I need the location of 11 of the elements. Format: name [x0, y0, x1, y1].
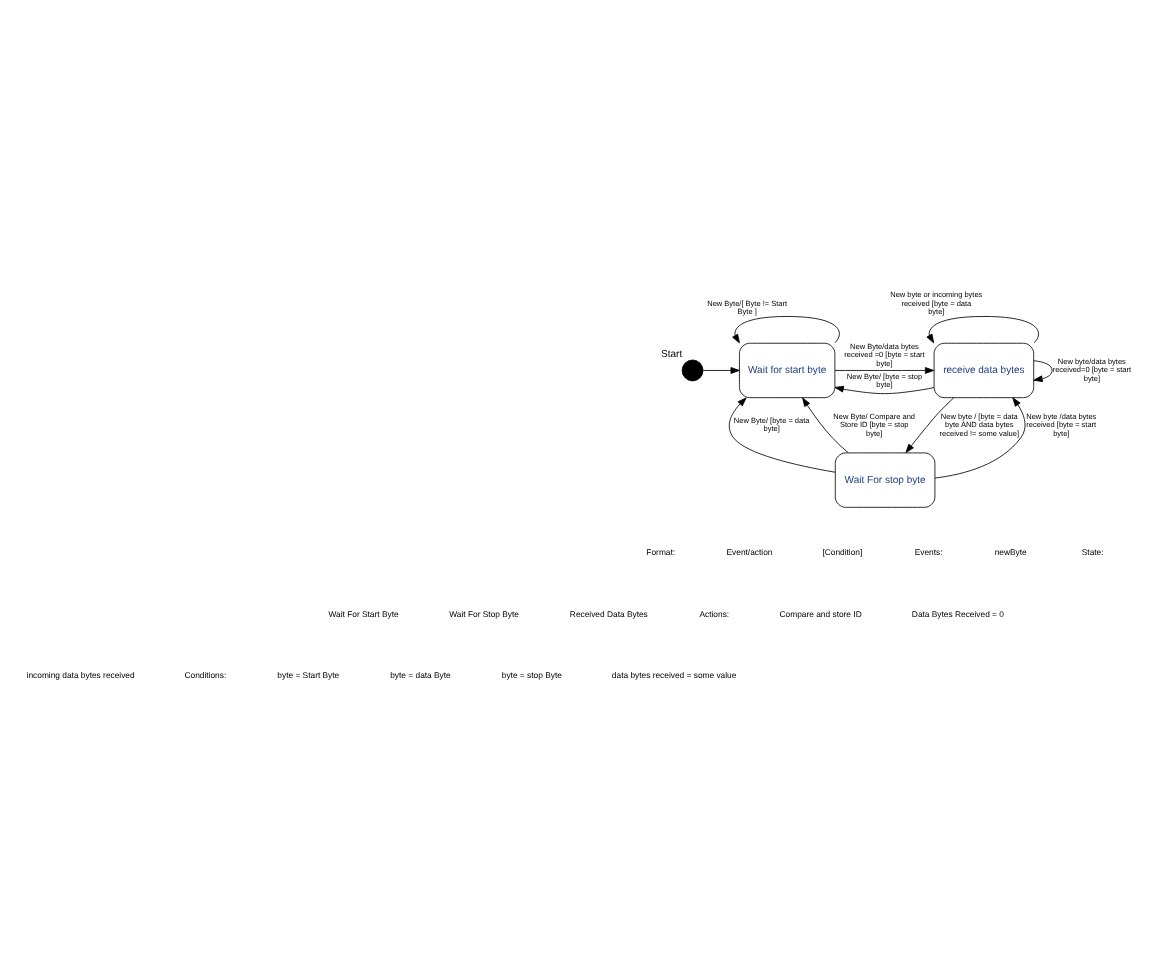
arrow	[702, 366, 740, 373]
arrow	[834, 366, 935, 373]
arrow	[802, 396, 849, 453]
arrow	[905, 396, 955, 452]
arrow	[934, 396, 1026, 478]
arrow	[728, 396, 836, 472]
arrow	[834, 384, 935, 394]
arrow	[732, 315, 840, 343]
arrow	[1033, 359, 1053, 382]
arrow	[926, 315, 1039, 343]
node-circle	[681, 358, 704, 381]
